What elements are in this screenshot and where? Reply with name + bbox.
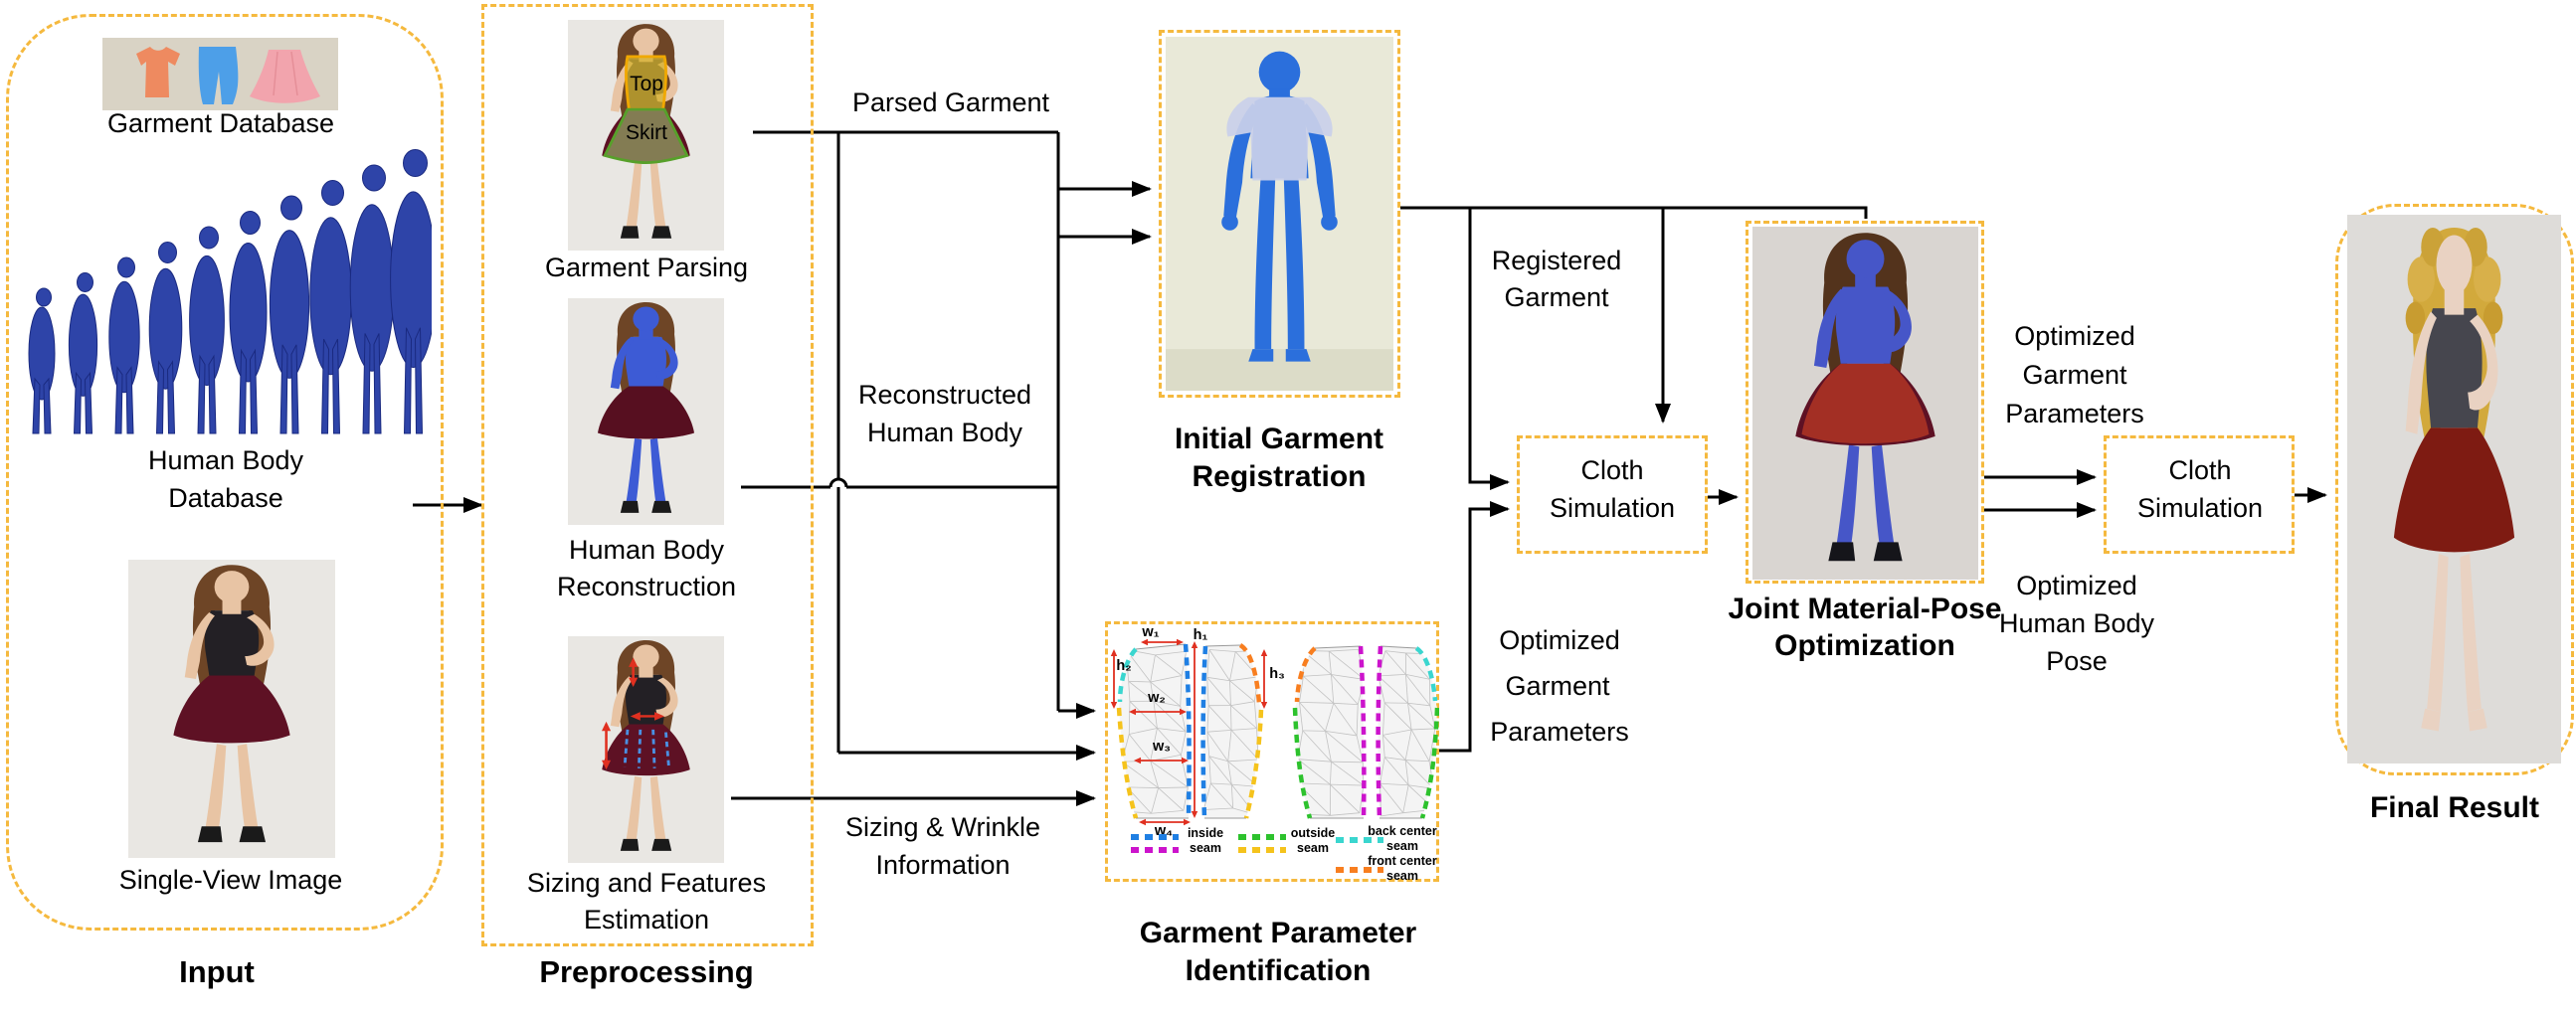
measure-w3: w₃: [1153, 739, 1171, 755]
seam-dash-swatch: [1131, 847, 1179, 853]
single-view-image: [128, 560, 335, 858]
overlay-label-skirt: Skirt: [626, 121, 667, 144]
measure-w2: w₂: [1148, 690, 1166, 706]
clothsim2-label-2: Simulation: [2136, 493, 2264, 523]
gpi-title-1: Garment Parameter: [1139, 917, 1417, 949]
opt-garment-params-left-3: Parameters: [1490, 717, 1629, 747]
gpi-title-2: Identification: [1185, 954, 1372, 987]
seam-dash-swatch: [1336, 867, 1383, 873]
opt-pose-label-2: Human Body: [1998, 608, 2155, 638]
cloth-simulation-box-1: [1517, 435, 1708, 554]
wrinkle-label-2: Information: [875, 850, 1011, 880]
seam-dash-swatch: [1131, 834, 1179, 840]
garment-database-label: Garment Database: [106, 108, 335, 138]
human-body-database-label-2: Database: [168, 483, 283, 513]
initial-garment-registration-box: [1159, 30, 1400, 398]
sizing-features-image: [568, 636, 724, 863]
human-body-database-image: [18, 147, 432, 443]
line-hop: [828, 477, 848, 488]
overlay-label-top: Top: [630, 73, 663, 95]
clothsim2-label-1: Cloth: [2168, 455, 2232, 485]
opt-garment-params-right-1: Optimized: [2014, 321, 2135, 351]
opt-garment-params-right-2: Garment: [2022, 360, 2127, 390]
hbr-label-1: Human Body: [568, 535, 725, 565]
seam-dash-swatch: [1238, 847, 1286, 853]
measure-w1: w₁: [1142, 624, 1160, 640]
igr-title-2: Registration: [1192, 460, 1367, 493]
line-igr-feedback-bus: [1400, 206, 1868, 219]
initial-garment-registration-image: [1166, 37, 1393, 391]
joint-optimization-box: [1746, 221, 1984, 584]
arrow-params-to-clothsim1: [1439, 501, 1510, 753]
sizing-label-2: Estimation: [583, 905, 710, 934]
igr-title-1: Initial Garment: [1174, 423, 1384, 455]
measure-h2: h₂: [1116, 658, 1132, 674]
seam-dash-swatch: [1336, 837, 1383, 843]
reconstructed-label-1: Reconstructed: [857, 380, 1032, 410]
garment-parameter-identification-box: [1105, 621, 1439, 882]
garment-parsing-label: Garment Parsing: [544, 253, 749, 282]
reconstructed-label-2: Human Body: [866, 418, 1023, 447]
clothsim1-label-1: Cloth: [1580, 455, 1644, 485]
hbr-label-2: Reconstruction: [556, 572, 737, 601]
seam-dash-swatch: [1238, 834, 1286, 840]
single-view-image-label: Single-View Image: [118, 865, 343, 895]
final-result-box: [2335, 204, 2574, 775]
joint-title-1: Joint Material-Pose: [1728, 593, 2002, 625]
garment-parsing-image: [568, 20, 724, 251]
measure-h1: h₁: [1193, 627, 1208, 643]
input-group-box: [6, 14, 444, 931]
human-body-database-label-1: Human Body: [147, 445, 304, 475]
input-title: Input: [179, 954, 255, 989]
opt-garment-params-right-3: Parameters: [2005, 399, 2144, 428]
registered-garment-label-2: Garment: [1504, 282, 1609, 312]
opt-pose-label-3: Pose: [2046, 646, 2108, 676]
joint-title-2: Optimization: [1774, 629, 1955, 662]
garment-database-image: [102, 38, 338, 110]
preprocessing-group-box: [481, 4, 814, 946]
opt-garment-params-left-2: Garment: [1505, 671, 1610, 701]
final-result-image: [2347, 215, 2561, 764]
garment-pattern-diagram: [1105, 621, 1439, 882]
parsed-garment-label: Parsed Garment: [851, 87, 1050, 117]
human-body-reconstruction-image: [568, 298, 724, 525]
joint-optimization-image: [1752, 227, 1978, 580]
final-result-title: Final Result: [2369, 791, 2540, 824]
opt-garment-params-left-1: Optimized: [1499, 625, 1620, 655]
opt-pose-label-1: Optimized: [2016, 571, 2137, 600]
sizing-label-1: Sizing and Features: [526, 868, 767, 898]
cloth-simulation-box-2: [2104, 435, 2295, 554]
clothsim1-label-2: Simulation: [1549, 493, 1676, 523]
wrinkle-label-1: Sizing & Wrinkle: [844, 812, 1041, 842]
registered-garment-label-1: Registered: [1491, 246, 1622, 275]
measure-h3: h₃: [1269, 666, 1285, 682]
preprocessing-title: Preprocessing: [539, 954, 754, 989]
